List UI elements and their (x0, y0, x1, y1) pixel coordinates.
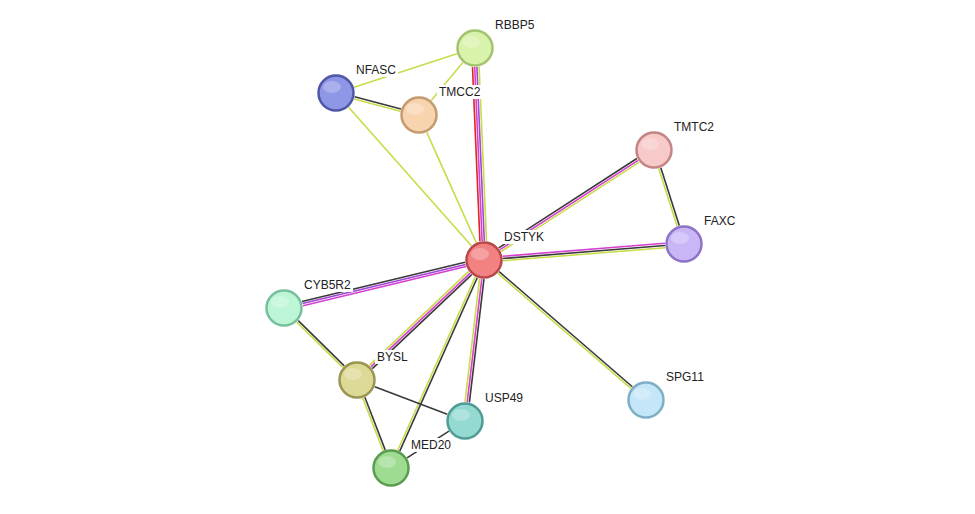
node-disc (467, 243, 502, 278)
node-circle (456, 29, 494, 67)
interaction-line (363, 398, 383, 451)
node-label: USP49 (483, 391, 525, 405)
node-gloss (271, 296, 289, 308)
interaction-line (661, 168, 679, 226)
node-circle (338, 361, 376, 399)
interaction-line (302, 262, 465, 301)
node-disc (402, 98, 437, 133)
node-disc (319, 76, 354, 111)
interaction-line (375, 387, 447, 415)
node-label: RBBP5 (493, 18, 536, 32)
node-circle (372, 449, 410, 487)
node-circle (635, 131, 673, 169)
interaction-line (659, 168, 677, 226)
interaction-line (465, 279, 480, 402)
node-label: FAXC (702, 214, 737, 228)
protein-node: CYB5R2 (265, 289, 303, 327)
interaction-line (467, 279, 482, 402)
interaction-line (499, 158, 637, 247)
interaction-line (499, 272, 632, 387)
node-gloss (471, 248, 489, 260)
node-gloss (406, 103, 424, 115)
interaction-line (427, 132, 476, 242)
node-label: SPG11 (664, 370, 706, 384)
node-label: MED20 (409, 438, 453, 452)
protein-node: TMTC2 (635, 131, 673, 169)
interaction-line (503, 248, 665, 261)
node-circle (465, 241, 503, 279)
node-circle (665, 225, 703, 263)
interaction-line (365, 397, 385, 450)
node-gloss (641, 138, 659, 150)
protein-node: DSTYK (465, 241, 503, 279)
protein-node: USP49 (446, 402, 484, 440)
node-circle (400, 96, 438, 134)
node-label: DSTYK (502, 230, 546, 244)
protein-node: MED20 (372, 449, 410, 487)
node-disc (374, 451, 409, 486)
node-label: TMTC2 (672, 120, 716, 134)
interaction-line (354, 54, 457, 87)
node-circle (446, 402, 484, 440)
node-disc (629, 383, 664, 418)
protein-node: TMCC2 (400, 96, 438, 134)
protein-node: NFASC (317, 74, 355, 112)
node-label: NFASC (354, 63, 398, 77)
interaction-line (503, 246, 665, 259)
node-circle (627, 381, 665, 419)
node-disc (458, 31, 493, 66)
node-disc (340, 363, 375, 398)
protein-node: FAXC (665, 225, 703, 263)
node-gloss (462, 36, 480, 48)
node-disc (667, 227, 702, 262)
interaction-line (298, 321, 344, 366)
node-gloss (323, 81, 341, 93)
interaction-line (297, 322, 343, 367)
node-gloss (671, 232, 689, 244)
node-circle (265, 289, 303, 327)
interaction-line (500, 160, 638, 249)
protein-node: BYSL (338, 361, 376, 399)
node-gloss (378, 456, 396, 468)
node-gloss (452, 409, 470, 421)
interaction-line (355, 97, 401, 109)
node-disc (637, 133, 672, 168)
node-circle (317, 74, 355, 112)
interaction-line (369, 271, 468, 365)
node-disc (267, 291, 302, 326)
node-gloss (633, 388, 651, 400)
node-disc (448, 404, 483, 439)
interaction-line (354, 99, 400, 111)
node-label: BYSL (375, 350, 410, 364)
interaction-line (498, 273, 631, 388)
interaction-line (501, 162, 639, 251)
node-label: CYB5R2 (302, 278, 353, 292)
protein-node: SPG11 (627, 381, 665, 419)
node-gloss (344, 368, 362, 380)
protein-node: RBBP5 (456, 29, 494, 67)
node-label: TMCC2 (437, 85, 482, 99)
